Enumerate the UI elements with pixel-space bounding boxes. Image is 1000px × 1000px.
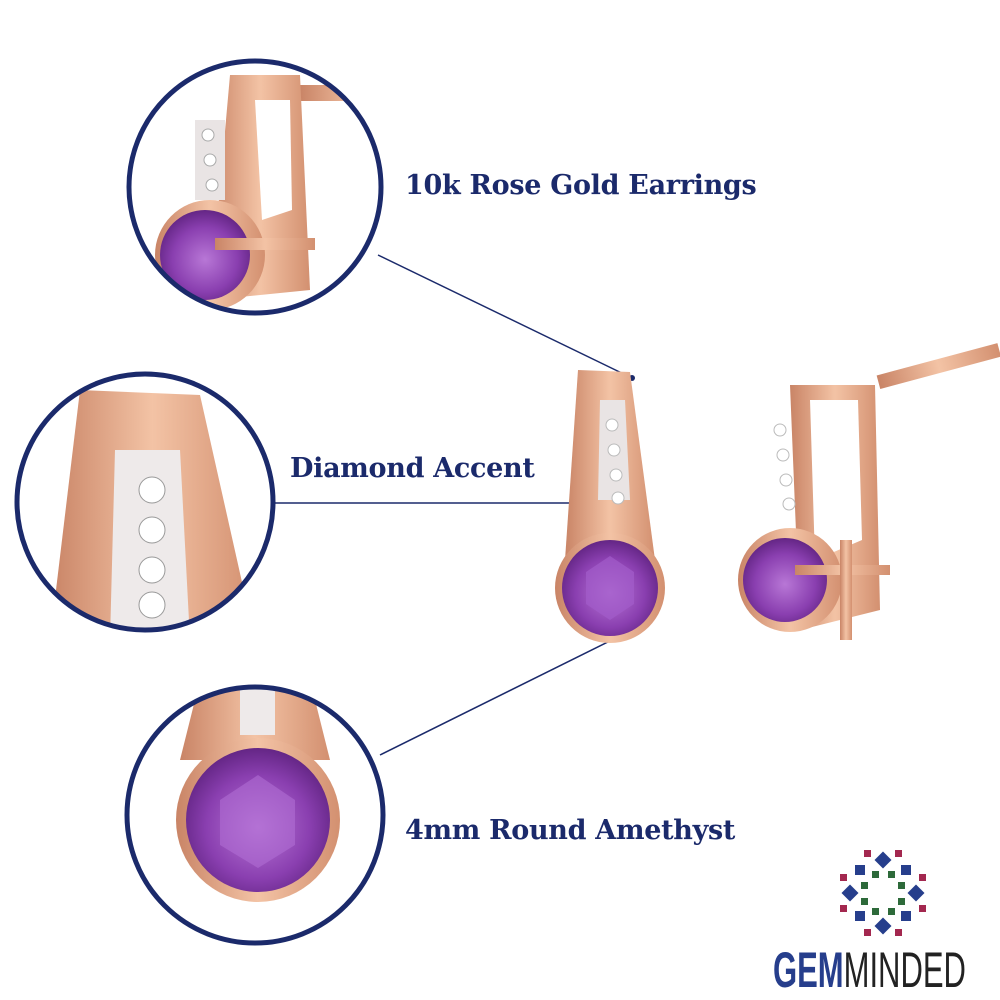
logo-text-minded: MINDED (843, 942, 966, 998)
zoom-circle-amethyst (127, 687, 383, 943)
callout-label-diamond: Diamond Accent (290, 453, 535, 484)
earring-front (555, 370, 665, 643)
zoom-circle-diamond (17, 374, 273, 630)
earring-back (738, 343, 1000, 640)
callout-lines (275, 254, 633, 756)
zoom-circle-rose-gold (129, 61, 381, 313)
callout-label-amethyst: 4mm Round Amethyst (405, 815, 736, 846)
logo-text-gem: GEM (773, 942, 844, 998)
gemminded-logo-text: GEMMINDED (773, 945, 966, 995)
gemminded-logo-mark (840, 850, 926, 936)
callout-label-rose-gold: 10k Rose Gold Earrings (405, 170, 757, 201)
